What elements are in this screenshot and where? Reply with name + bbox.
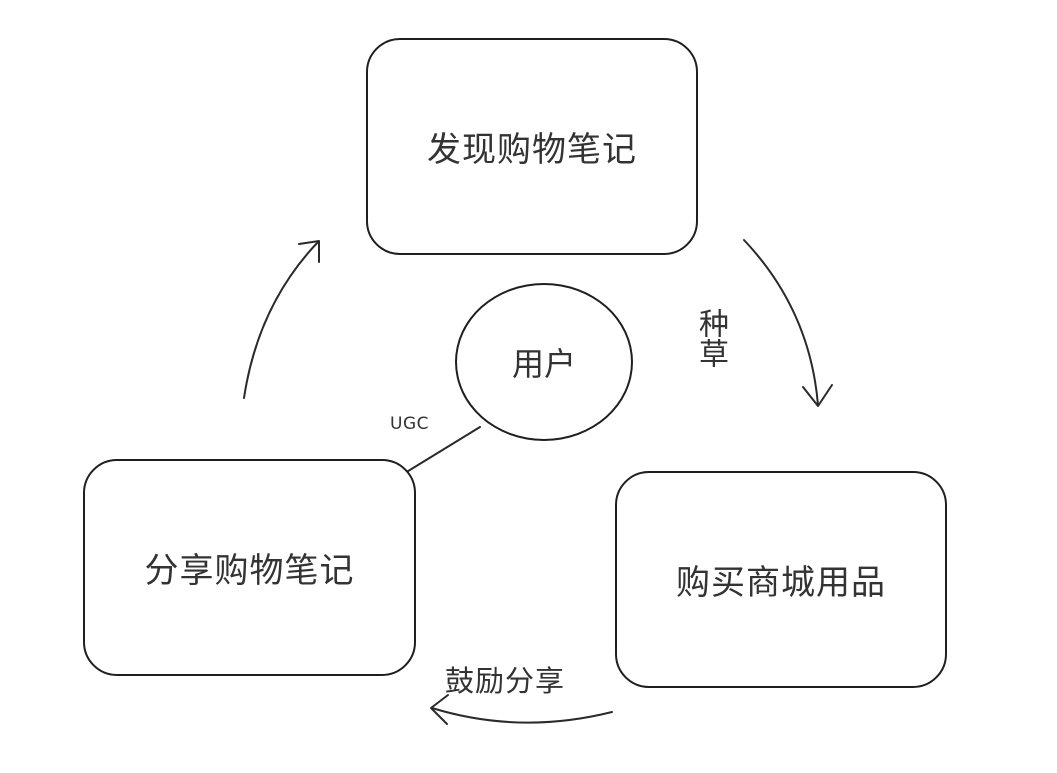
arrow-buy-to-share-head: [430, 694, 449, 725]
edge-label-encourage-share: 鼓励分享: [445, 664, 566, 698]
edge-label-seed: 种草: [693, 308, 728, 368]
edge-label-ugc: UGC: [390, 414, 429, 434]
arrow-share-to-discover: [243, 241, 319, 399]
node-share-notes: 分享购物笔记: [83, 459, 416, 676]
node-buy-products: 购买商城用品: [615, 471, 947, 688]
arrow-discover-to-buy-head: [802, 384, 833, 407]
arrow-discover-to-buy: [743, 239, 819, 406]
node-buy-label: 购买商城用品: [676, 563, 886, 603]
arrow-buy-to-share: [431, 707, 613, 724]
node-share-label: 分享购物笔记: [144, 551, 355, 591]
node-discover-notes: 发现购物笔记: [366, 38, 698, 255]
node-user-label: 用户: [511, 345, 576, 383]
arrow-share-to-discover-head: [298, 240, 320, 263]
node-user: 用户: [455, 283, 633, 441]
node-discover-label: 发现购物笔记: [427, 130, 637, 170]
